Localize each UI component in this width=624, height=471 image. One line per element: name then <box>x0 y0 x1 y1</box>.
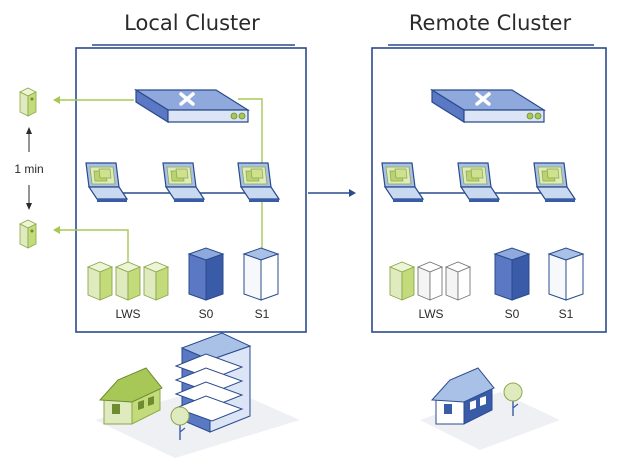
local-lws-server-1 <box>87 261 113 301</box>
interval-arrows <box>26 127 32 210</box>
remote-s0-server <box>494 247 530 301</box>
remote-lws-server-3 <box>445 261 471 301</box>
backup-server-top <box>19 87 37 117</box>
local-lws-server-2 <box>115 261 141 301</box>
local-laptop-3 <box>237 162 280 203</box>
local-cluster-title: Local Cluster <box>124 11 260 35</box>
remote-s0-label: S0 <box>505 307 520 321</box>
local-s1-server <box>243 247 279 301</box>
local-s0-label: S0 <box>199 307 214 321</box>
remote-network-appliance <box>430 88 546 124</box>
remote-lws-label: LWS <box>418 307 443 321</box>
remote-site-illustration <box>420 367 560 450</box>
local-cluster-box <box>75 44 307 333</box>
local-s1-label: S1 <box>255 307 270 321</box>
local-lws-server-3 <box>143 261 169 301</box>
remote-s1-label: S1 <box>559 307 574 321</box>
remote-laptop-3 <box>533 162 576 203</box>
remote-cluster-title: Remote Cluster <box>409 11 572 35</box>
local-laptop-1 <box>85 162 128 203</box>
office-building <box>174 332 252 433</box>
remote-laptop-2 <box>457 162 500 203</box>
local-house <box>98 367 163 425</box>
interval-label: 1 min <box>14 162 43 176</box>
replication-arrow <box>308 189 356 197</box>
sync-arrowhead-bottom <box>53 226 60 234</box>
sync-lines <box>60 98 263 265</box>
backup-server-bottom <box>19 219 37 249</box>
remote-cluster-box <box>371 44 607 333</box>
local-s0-server <box>188 247 224 301</box>
sync-arrowhead-top <box>53 96 60 104</box>
remote-lws-server-2 <box>417 261 443 301</box>
local-lws-label: LWS <box>115 307 140 321</box>
remote-lws-server-1 <box>389 261 415 301</box>
local-network-appliance <box>134 88 250 124</box>
remote-s1-server <box>548 247 584 301</box>
local-site-illustration <box>95 332 300 458</box>
remote-laptop-1 <box>381 162 424 203</box>
local-laptop-2 <box>162 162 205 203</box>
remote-house <box>430 367 495 425</box>
